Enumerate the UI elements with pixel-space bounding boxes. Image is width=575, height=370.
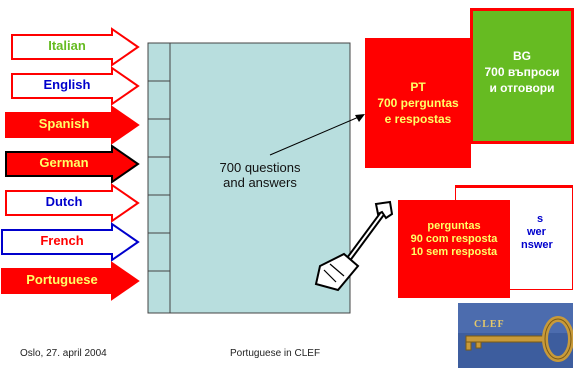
pt-box-text: PT 700 perguntas e respostas — [365, 79, 471, 127]
footer-title: Portuguese in CLEF — [230, 348, 321, 359]
answers-back-text: s wer nswer — [505, 213, 575, 252]
language-label-portuguese: Portuguese — [26, 272, 98, 287]
footer-location-date: Oslo, 27. april 2004 — [20, 348, 107, 359]
perguntas-line-1: perguntas — [427, 220, 481, 232]
perguntas-line-2: 90 com resposta — [410, 233, 498, 245]
bg-line-2: 700 въпроси — [484, 65, 560, 79]
language-label-english: English — [43, 77, 91, 92]
language-label-spanish: Spanish — [38, 116, 90, 131]
shovel-icon — [314, 200, 394, 292]
pt-line-3: e respostas — [384, 112, 452, 126]
key-icon — [458, 303, 573, 368]
perguntas-box — [398, 200, 510, 298]
perguntas-line-3: 10 sem resposta — [410, 246, 498, 258]
language-arrow-english — [11, 66, 140, 106]
language-arrow-french — [1, 222, 140, 262]
bg-line-1: BG — [513, 49, 531, 63]
pt-line-1: PT — [410, 80, 426, 94]
language-arrow-italian — [11, 27, 140, 67]
language-arrow-portuguese — [1, 261, 140, 301]
pt-line-2: 700 perguntas — [377, 96, 459, 110]
bg-box — [470, 8, 574, 144]
back-line-2: wer — [527, 226, 546, 238]
perguntas-box-text: perguntas 90 com resposta 10 sem respost… — [398, 220, 510, 259]
language-arrow-german — [5, 144, 140, 184]
language-arrow-spanish — [5, 105, 140, 145]
connector-arrow — [269, 114, 365, 156]
key-logo-text: CLEF — [474, 319, 505, 330]
bg-box-text: BG 700 въпроси и отговори — [470, 48, 574, 96]
clef-key-logo: CLEF — [458, 303, 573, 368]
language-label-german: German — [39, 155, 89, 170]
language-arrows — [1, 27, 140, 301]
language-label-italian: Italian — [48, 38, 86, 53]
pt-box — [365, 38, 471, 168]
bg-line-3: и отговори — [489, 81, 555, 95]
language-label-french: French — [40, 233, 84, 248]
document-line-2: and answers — [223, 175, 297, 190]
back-line-1: s — [537, 213, 544, 225]
language-arrow-dutch — [5, 183, 140, 223]
back-line-3: nswer — [521, 239, 553, 251]
document-text: 700 questions and answers — [170, 160, 350, 190]
document-line-1: 700 questions — [219, 160, 301, 175]
language-label-dutch: Dutch — [45, 194, 83, 209]
